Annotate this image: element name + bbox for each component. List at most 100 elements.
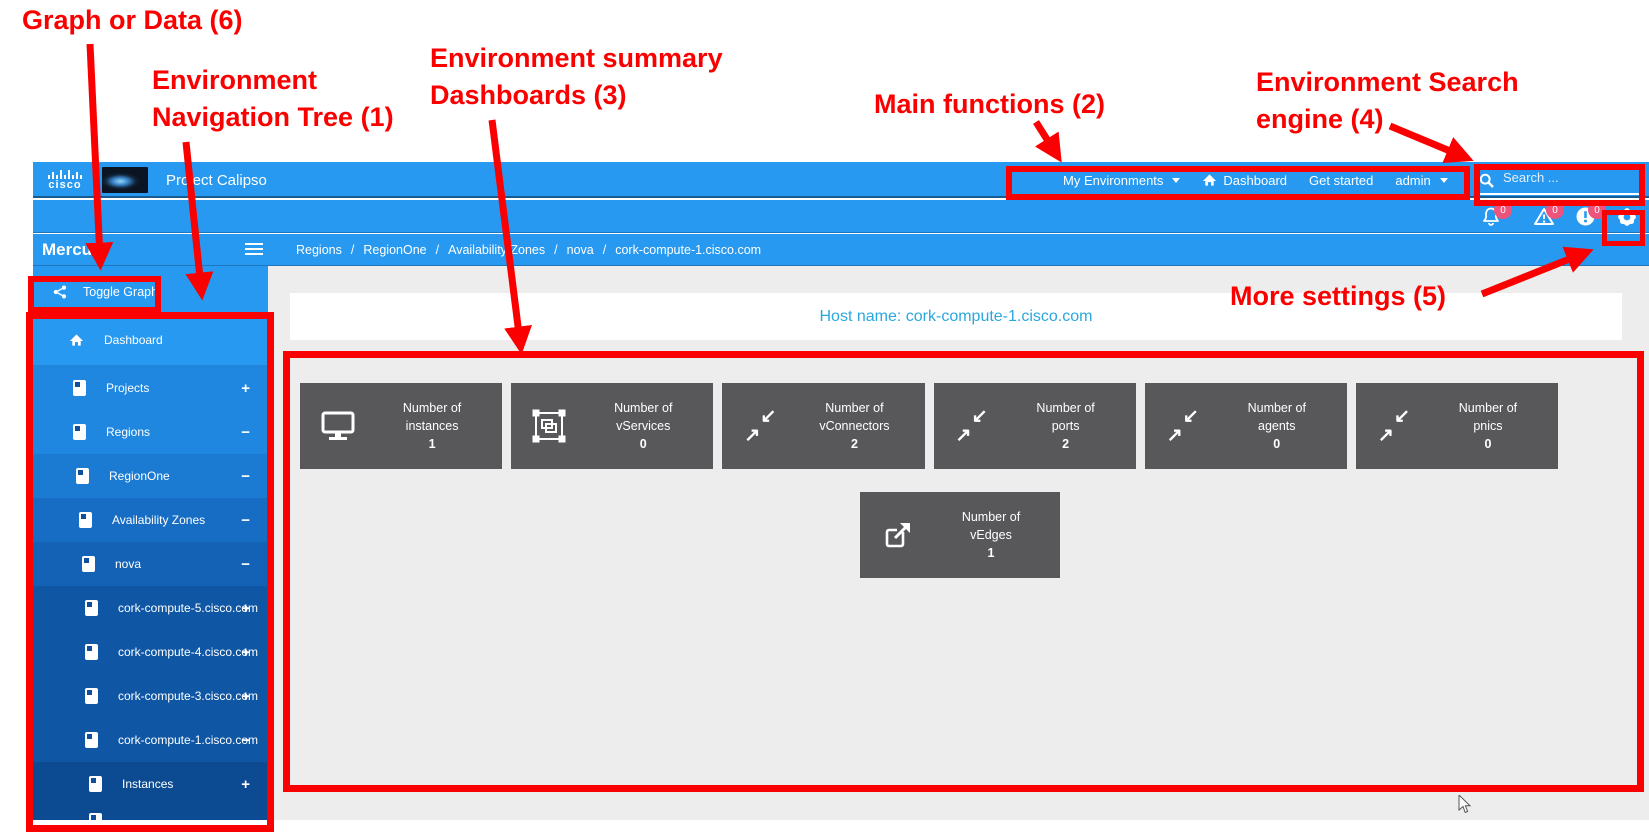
app-title: Project Calipso — [166, 171, 267, 189]
node-icon — [89, 776, 102, 792]
top-header-bar: cisco Project Calipso My Environments Da… — [33, 162, 1649, 198]
card-value: 0 — [639, 437, 647, 451]
card-vconnectors[interactable]: ↙↗ Number of vConnectors 2 — [722, 383, 925, 469]
brand-block: cisco Project Calipso — [48, 167, 267, 193]
tree-item-availability-zones[interactable]: Availability Zones − — [33, 498, 268, 542]
external-link-icon — [860, 520, 936, 550]
tree-item-dashboard[interactable]: Dashboard — [33, 314, 268, 366]
search-input[interactable] — [1477, 165, 1641, 195]
node-icon — [73, 380, 86, 396]
share-graph-icon — [53, 285, 67, 299]
card-value: 2 — [1062, 437, 1070, 451]
card-line2: pnics — [1473, 419, 1503, 433]
toggle-graph-button[interactable]: Toggle Graph — [43, 281, 168, 303]
breadcrumb-item[interactable]: Availability Zones — [448, 242, 546, 257]
dashboard-link[interactable]: Dashboard — [1202, 173, 1287, 188]
card-line2: vConnectors — [819, 419, 890, 433]
breadcrumb-item[interactable]: Regions — [296, 242, 342, 257]
my-environments-menu[interactable]: My Environments — [1063, 173, 1181, 188]
environment-search — [1477, 165, 1641, 195]
card-instances[interactable]: Number of instances 1 — [300, 383, 503, 469]
card-line2: instances — [405, 419, 459, 433]
tree-item-projects[interactable]: Projects + — [33, 366, 268, 410]
card-value: 0 — [1484, 437, 1492, 451]
tree-item-regions[interactable]: Regions − — [33, 410, 268, 454]
annotation-label-graph-or-data: Graph or Data (6) — [22, 5, 243, 35]
card-line1: Number of — [1247, 401, 1306, 415]
chevron-down-icon — [1439, 177, 1448, 183]
notifications-bell[interactable]: 0 — [1481, 201, 1512, 232]
environment-title-cell: Mercury — [33, 234, 268, 265]
tree-item-cork-compute-5[interactable]: cork-compute-5.cisco.com + — [33, 586, 268, 630]
main-content: Host name: cork-compute-1.cisco.com Numb… — [268, 266, 1649, 820]
expand-toggle[interactable]: + — [241, 599, 250, 617]
environment-name: Mercury — [42, 239, 109, 259]
error-count-badge: 0 — [1588, 201, 1606, 219]
breadcrumb-item[interactable]: nova — [566, 242, 594, 257]
node-icon — [82, 556, 95, 572]
card-ports[interactable]: ↙↗ Number of ports 2 — [933, 383, 1136, 469]
card-value: 2 — [850, 437, 858, 451]
expand-toggle[interactable]: + — [241, 775, 250, 793]
collapse-toggle[interactable]: − — [241, 467, 250, 485]
tree-item-regionone[interactable]: RegionOne − — [33, 454, 268, 498]
cisco-wordmark: cisco — [48, 179, 82, 191]
user-menu[interactable]: admin — [1395, 173, 1448, 188]
card-line2: vEdges — [970, 528, 1012, 542]
host-name-text: Host name: cork-compute-1.cisco.com — [819, 307, 1093, 325]
collapse-toggle[interactable]: − — [241, 555, 250, 573]
expand-toggle[interactable]: + — [241, 687, 250, 705]
hamburger-menu-icon[interactable] — [245, 243, 263, 258]
breadcrumb-item[interactable]: RegionOne — [363, 242, 427, 257]
card-vedges[interactable]: Number of vEdges 1 — [860, 492, 1060, 578]
breadcrumb-separator: / — [554, 242, 558, 257]
card-value: 1 — [987, 546, 995, 560]
warning-count-badge: 0 — [1546, 201, 1564, 219]
tree-item-cork-compute-4[interactable]: cork-compute-4.cisco.com + — [33, 630, 268, 674]
subheader-row: Mercury Regions / RegionOne / Availabili… — [33, 234, 1649, 266]
card-line1: Number of — [614, 401, 673, 415]
main-functions-nav: My Environments Dashboard Get started ad… — [1063, 162, 1448, 198]
summary-dashboards: Number of instances 1 — [300, 383, 1559, 469]
gear-icon — [1618, 208, 1636, 226]
collapse-toggle[interactable]: − — [241, 511, 250, 529]
card-pnics[interactable]: ↙↗ Number of pnics 0 — [1355, 383, 1559, 469]
node-icon — [89, 813, 102, 820]
breadcrumb-item[interactable]: cork-compute-1.cisco.com — [615, 242, 762, 257]
node-icon — [73, 424, 86, 440]
expand-toggle[interactable]: + — [241, 379, 250, 397]
compress-arrows-icon: ↙↗ — [955, 406, 988, 446]
expand-toggle[interactable]: + — [241, 643, 250, 661]
alerts-bar: 0 0 0 — [33, 200, 1649, 233]
tree-item-cork-compute-3[interactable]: cork-compute-3.cisco.com + — [33, 674, 268, 718]
card-line1: Number of — [402, 401, 462, 415]
compress-arrows-icon: ↙↗ — [1377, 406, 1410, 446]
object-group-icon — [511, 408, 587, 444]
environment-navigation-tree: Dashboard Projects + Regions − RegionOne… — [33, 313, 268, 820]
calipso-logo-image — [102, 167, 148, 193]
collapse-toggle[interactable]: − — [241, 423, 250, 441]
errors-indicator[interactable]: 0 — [1575, 201, 1606, 232]
collapse-toggle[interactable]: − — [241, 731, 250, 749]
breadcrumb: Regions / RegionOne / Availability Zones… — [268, 234, 1649, 265]
card-vservices[interactable]: Number of vServices 0 — [511, 383, 714, 469]
get-started-link[interactable]: Get started — [1309, 172, 1374, 188]
monitor-icon — [300, 411, 376, 441]
tree-item-nova[interactable]: nova − — [33, 542, 268, 586]
tree-item-partial[interactable] — [33, 806, 268, 820]
calipso-app-window: cisco Project Calipso My Environments Da… — [33, 162, 1649, 820]
card-line2: agents — [1258, 419, 1296, 433]
more-settings-button[interactable] — [1615, 205, 1639, 234]
home-icon — [69, 333, 84, 346]
warnings-indicator[interactable]: 0 — [1533, 201, 1564, 232]
tree-item-instances[interactable]: Instances + — [33, 762, 268, 806]
search-icon — [1479, 173, 1494, 188]
card-value: 0 — [1273, 437, 1281, 451]
card-agents[interactable]: ↙↗ Number of agents 0 — [1144, 383, 1347, 469]
node-icon — [79, 512, 92, 528]
tree-item-cork-compute-1[interactable]: cork-compute-1.cisco.com − — [33, 718, 268, 762]
card-line2: vServices — [616, 419, 671, 433]
environment-navigation-sidebar: Toggle Graph Dashboard Projects + Region… — [33, 266, 268, 820]
